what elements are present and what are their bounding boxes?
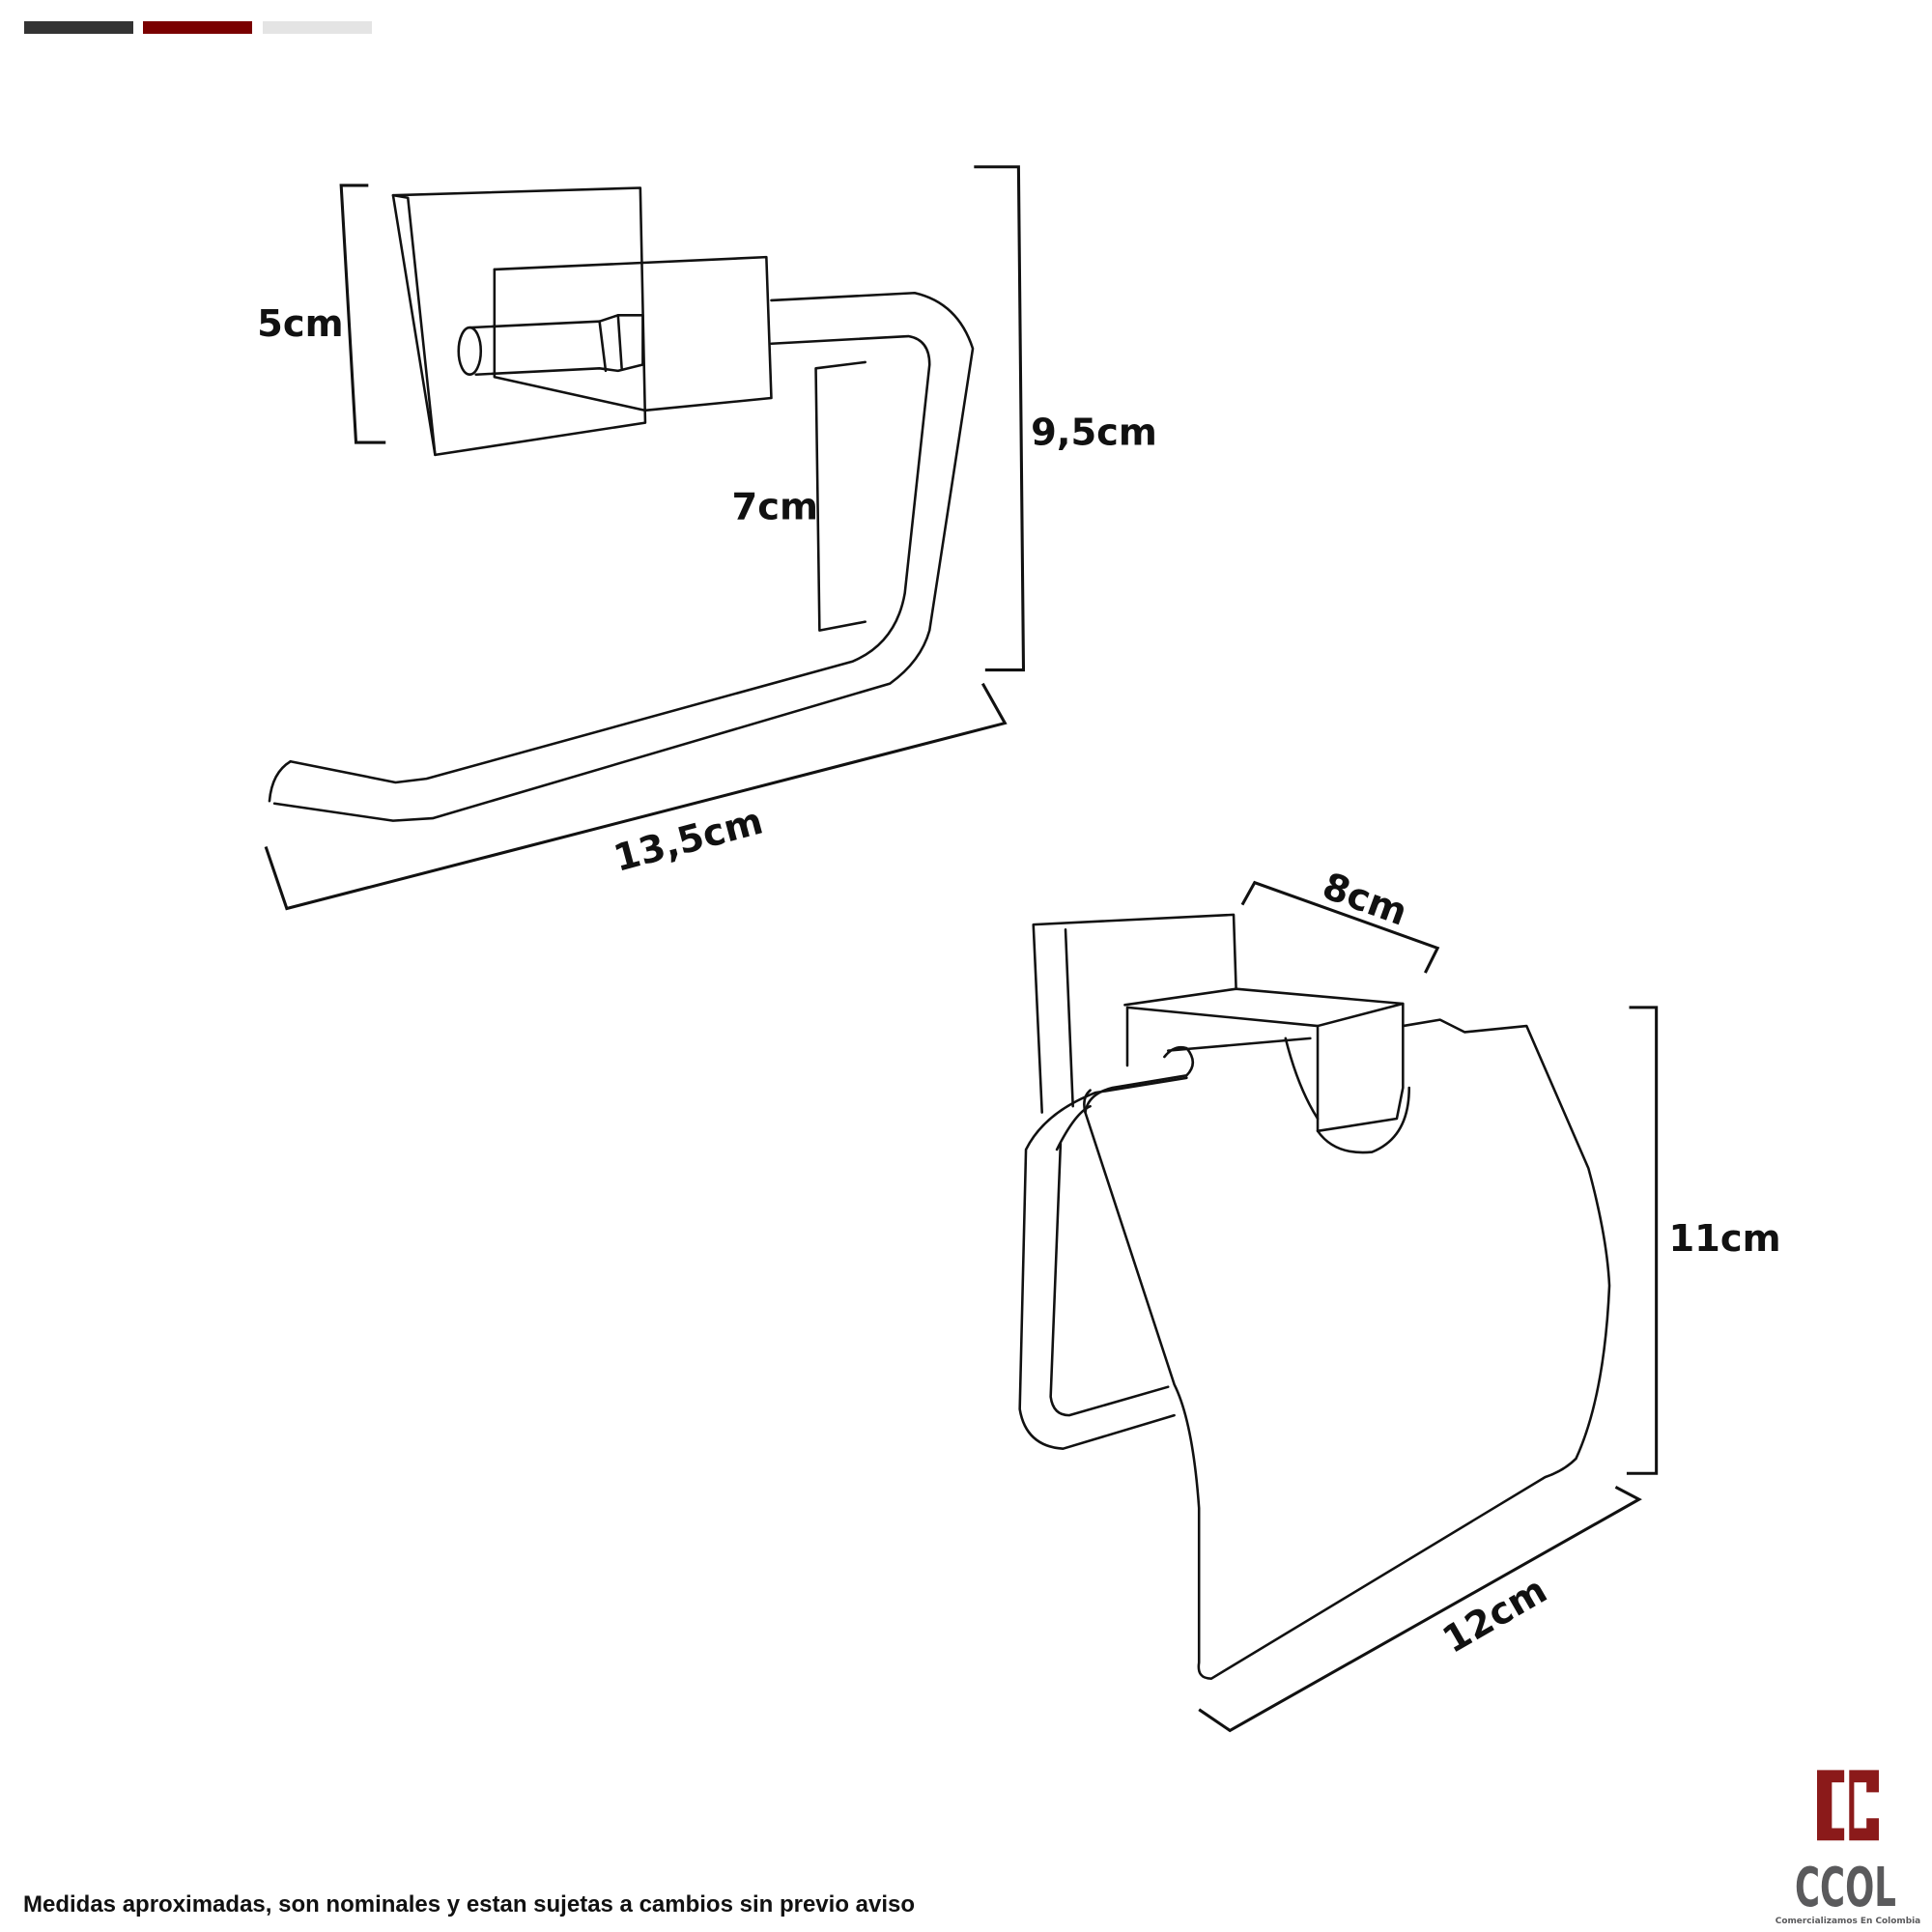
header-bar-dark [24,21,133,34]
dimension-12cm [1198,1485,1642,1733]
footer-disclaimer: Medidas aproximadas, son nominales y est… [23,1891,916,1918]
dimension-9-5cm [974,165,1026,672]
dimension-5cm [339,184,386,444]
dimension-13-5cm [264,682,1008,911]
ccol-logo: CCOL Comercializamos En Colombia [1776,1770,1920,1926]
label-13-5cm: 13,5cm [610,800,768,881]
logo-tagline: Comercializamos En Colombia [1776,1917,1920,1926]
label-7cm: 7cm [732,485,818,528]
label-12cm: 12cm [1435,1569,1554,1662]
towel-ring-drawing [268,186,975,822]
header-bar-red [143,21,252,34]
header-bar-light [263,21,372,34]
label-9-5cm: 9,5cm [1031,412,1157,455]
label-5cm: 5cm [257,302,343,346]
paper-holder-drawing [1018,913,1611,1680]
dimension-11cm [1626,1006,1659,1475]
dimension-8cm [1240,880,1440,974]
label-8cm: 8cm [1317,865,1412,935]
logo-name: CCOL [1795,1857,1896,1919]
logo-mark-right [1849,1770,1879,1841]
logo-mark-left [1816,1770,1845,1841]
label-11cm: 11cm [1668,1217,1780,1261]
